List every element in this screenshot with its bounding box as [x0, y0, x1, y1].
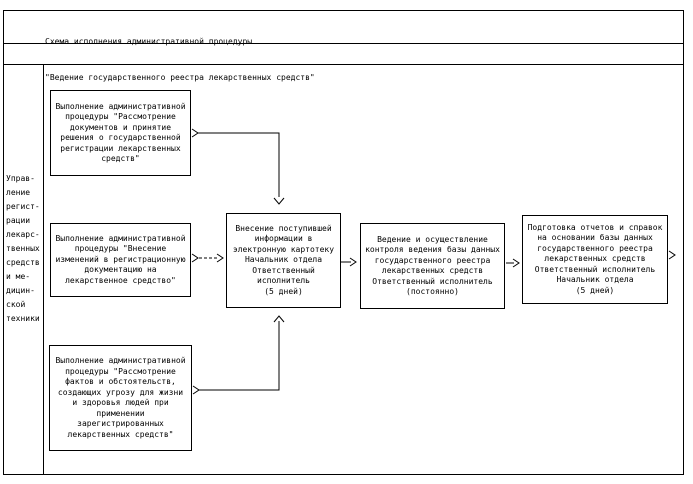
outer-frame	[3, 10, 684, 475]
sidebar-department-label: Управ- ление регист- рации лекарс- твенн…	[6, 174, 40, 323]
node-proc-amendments: Выполнение административной процедуры "В…	[50, 223, 191, 297]
header-row-divider	[3, 64, 683, 65]
title-divider	[3, 43, 683, 44]
node-reports-preparation: Подготовка отчетов и справок на основани…	[522, 215, 668, 304]
node-proc-threat-review: Выполнение административной процедуры "Р…	[49, 345, 192, 451]
diagram-title-line2: "Ведение государственного реестра лекарс…	[45, 73, 315, 82]
diagram-title-line1: Схема исполнения административной процед…	[45, 37, 253, 46]
sidebar-divider	[43, 64, 44, 474]
node-proc-registration: Выполнение административной процедуры "Р…	[50, 90, 191, 176]
diagram-title: Схема исполнения административной процед…	[45, 12, 315, 108]
node-card-index-entry: Внесение поступившей информации в электр…	[226, 213, 341, 308]
node-db-control: Ведение и осуществление контроля ведения…	[360, 223, 505, 309]
